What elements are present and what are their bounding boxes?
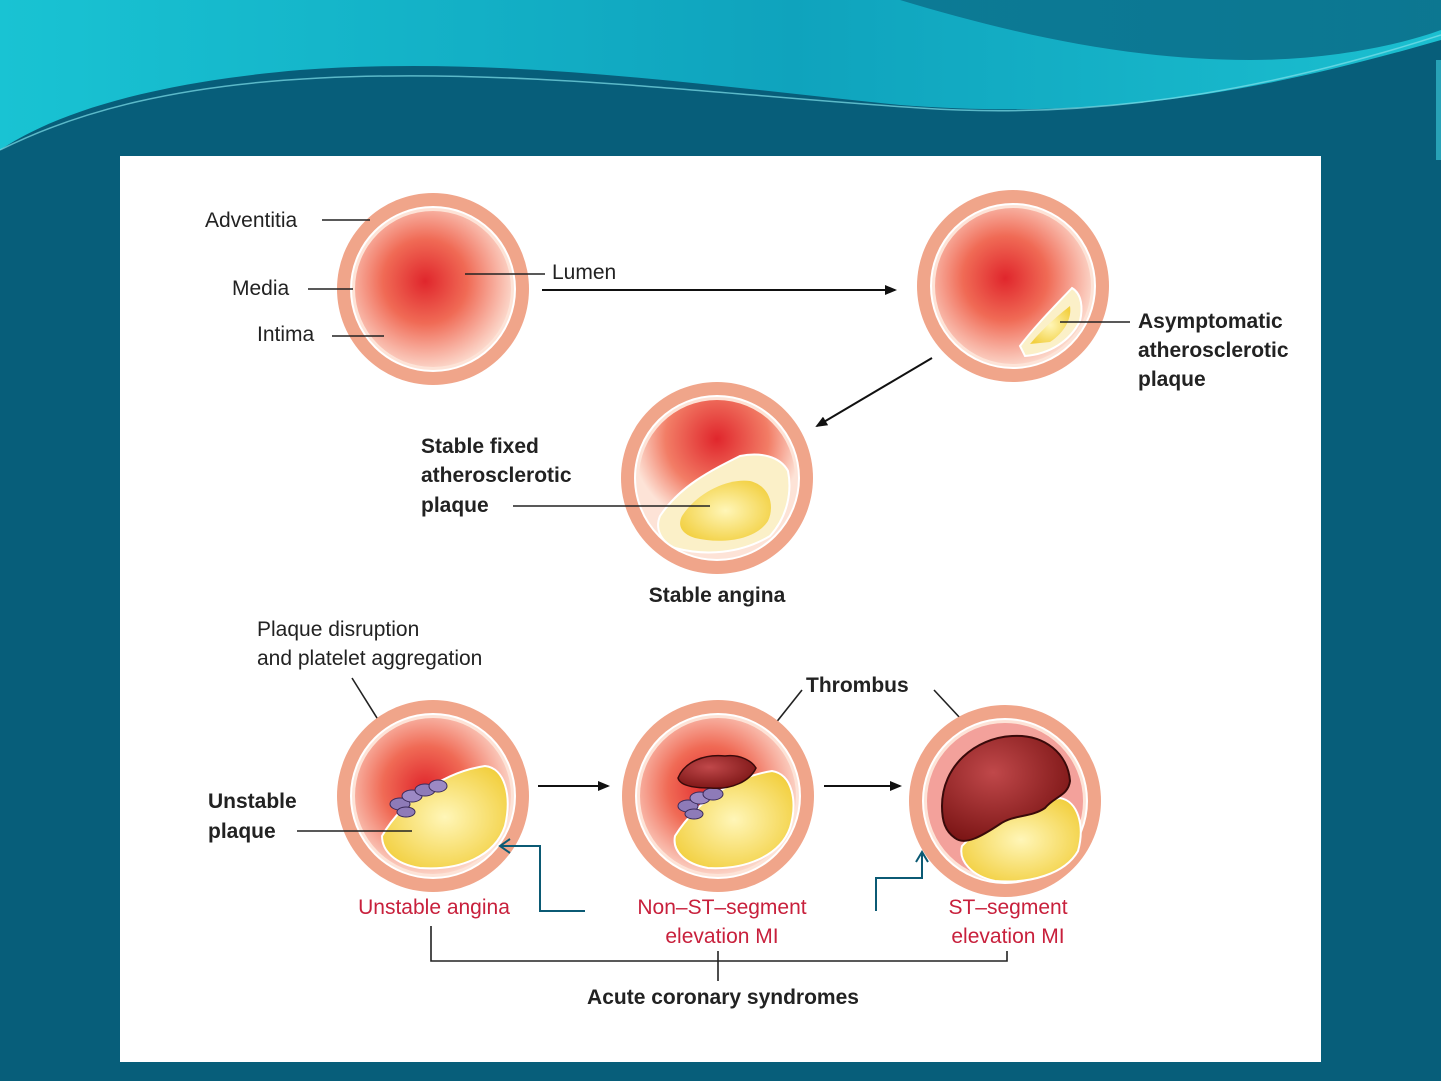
arrow-to-stable	[817, 358, 932, 426]
annotation-arrow-nstemi-to-unstable	[500, 846, 585, 911]
lumen	[355, 211, 511, 367]
caption-stable-angina: Stable angina	[649, 584, 786, 607]
label-unstable-1: Unstable	[208, 790, 297, 813]
unstable-artery	[337, 700, 529, 892]
label-acute-coronary-syndromes: Acute coronary syndromes	[587, 986, 859, 1009]
normal-artery	[337, 193, 529, 385]
label-lumen: Lumen	[552, 261, 616, 284]
stable-artery	[621, 382, 813, 574]
label-nstemi-1: Non–ST–segment	[637, 896, 806, 919]
label-disruption-2: and platelet aggregation	[257, 647, 482, 670]
label-asymptomatic-3: plaque	[1138, 368, 1206, 391]
label-unstable-2: plaque	[208, 820, 276, 843]
label-intima: Intima	[257, 323, 315, 346]
label-stemi-2: elevation MI	[951, 925, 1064, 948]
annotation-arrow-nstemi-to-stemi	[876, 853, 922, 911]
label-nstemi-2: elevation MI	[665, 925, 778, 948]
label-disruption-1: Plaque disruption	[257, 618, 419, 641]
asymptomatic-artery	[917, 190, 1109, 382]
label-adventitia: Adventitia	[205, 209, 298, 232]
label-stable-2: atherosclerotic	[421, 464, 572, 487]
nstemi-artery	[622, 700, 814, 892]
label-asymptomatic-1: Asymptomatic	[1138, 310, 1283, 333]
label-media: Media	[232, 277, 290, 300]
label-stemi-1: ST–segment	[948, 896, 1067, 919]
stemi-artery	[909, 705, 1101, 897]
figure-panel: Adventitia Media Intima Lumen Asymptomat…	[120, 156, 1321, 1062]
label-thrombus: Thrombus	[806, 674, 909, 697]
label-stable-1: Stable fixed	[421, 435, 539, 458]
label-unstable-angina: Unstable angina	[358, 896, 510, 919]
atherosclerosis-progression-diagram: Adventitia Media Intima Lumen Asymptomat…	[120, 156, 1321, 1062]
label-asymptomatic-2: atherosclerotic	[1138, 339, 1289, 362]
label-stable-3: plaque	[421, 494, 489, 517]
